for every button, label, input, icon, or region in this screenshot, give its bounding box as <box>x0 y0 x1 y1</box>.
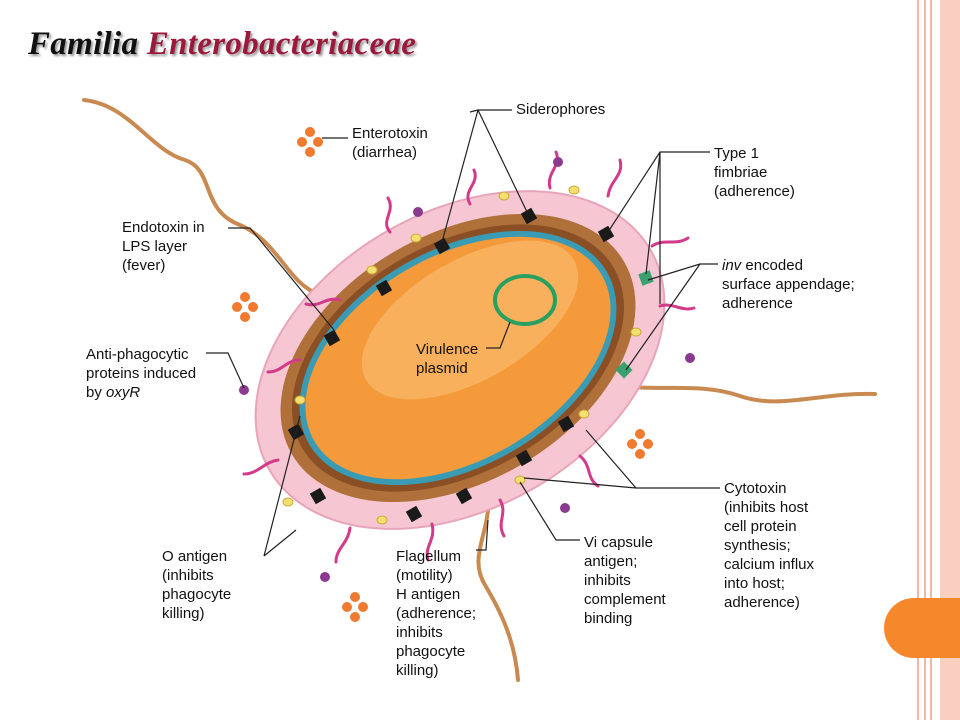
inv-rest: encoded <box>741 257 803 274</box>
slide-border-line-3 <box>930 0 932 720</box>
o-antigen-dot <box>282 497 294 507</box>
particle-dot <box>413 207 423 217</box>
lps-square <box>557 415 575 433</box>
leader-flagellum <box>476 519 489 551</box>
o-antigen-dot <box>366 265 378 275</box>
enterotoxin-clusters <box>232 127 653 622</box>
cell-highlight <box>361 240 579 400</box>
leader-lines <box>206 109 720 557</box>
particle-dot <box>239 385 249 395</box>
o-antigen-dot <box>630 327 642 337</box>
o-antigen-dot <box>410 233 422 243</box>
fimbria <box>242 458 280 476</box>
o-antigen-dot <box>514 475 526 485</box>
antiphagocytic-particles <box>239 157 695 582</box>
o-antigen-dot <box>498 191 510 201</box>
particle-dot <box>560 503 570 513</box>
slide-title: Familia Enterobacteriaceae <box>28 26 416 63</box>
lps-square <box>309 487 327 505</box>
antiphago-by: by <box>86 384 107 401</box>
siderophore-markers <box>287 207 615 523</box>
leader-inv <box>625 263 718 371</box>
fimbria <box>547 150 559 190</box>
toxin-cluster <box>342 592 368 622</box>
leader-vi <box>519 481 580 541</box>
particle-dot <box>685 353 695 363</box>
label-flagellum: Flagellum(motility)H antigen(adherence;i… <box>396 548 477 679</box>
leader-siderophores <box>441 109 529 243</box>
flagellum-bottom <box>476 508 520 682</box>
lps-square <box>515 449 533 467</box>
o-antigen-dot <box>376 515 388 525</box>
fimbria <box>425 522 435 562</box>
slide-side-tab <box>884 598 960 658</box>
lps-square <box>455 487 473 505</box>
oxyr-italic: oxyR <box>106 384 141 401</box>
o-antigen-dot <box>578 409 590 419</box>
fimbria <box>334 526 352 564</box>
fimbria <box>266 358 302 374</box>
slide-border-line-4 <box>940 0 960 720</box>
particle-dot <box>553 157 563 167</box>
label-siderophores: Siderophores <box>516 101 606 118</box>
toxin-cluster <box>627 429 653 459</box>
inv-appendage <box>638 270 654 286</box>
lps-square <box>323 329 341 347</box>
virulence-plasmid <box>493 274 557 326</box>
slide-border-line-2 <box>924 0 926 720</box>
lps-square <box>405 505 423 523</box>
fimbria <box>385 196 392 234</box>
fimbria <box>650 236 690 248</box>
toxin-cluster <box>297 127 323 157</box>
leader-plasmid <box>486 321 511 349</box>
siderophore-square <box>597 225 615 243</box>
fimbria <box>658 303 696 311</box>
inv-italic: inv <box>722 257 742 274</box>
fimbria <box>498 498 506 538</box>
fimbria <box>466 168 477 206</box>
fimbriae <box>242 150 696 564</box>
o-antigen-dot <box>568 185 580 195</box>
slide-border-line-1 <box>917 0 919 720</box>
fimbria <box>578 454 600 488</box>
siderophore-square <box>433 237 451 255</box>
particle-dot <box>320 572 330 582</box>
fimbria <box>304 297 342 307</box>
flagellum-right <box>608 383 877 404</box>
fimbria <box>606 158 623 198</box>
title-enterobacteriaceae: Enterobacteriaceae <box>146 26 417 62</box>
label-enterotoxin: Enterotoxin(diarrhea) <box>352 125 428 161</box>
leader-antiphago <box>206 352 245 389</box>
o-antigen-dots <box>282 185 642 525</box>
o-antigen-dot <box>294 395 306 405</box>
leader-cytotoxin <box>523 429 720 489</box>
title-familia: Familia <box>28 26 139 62</box>
toxin-cluster <box>232 292 258 322</box>
leader-type1 <box>607 151 710 304</box>
leader-oantigen <box>263 415 301 557</box>
lps-square <box>375 279 393 297</box>
leader-endotoxin <box>228 227 335 331</box>
siderophore-square <box>520 207 538 225</box>
